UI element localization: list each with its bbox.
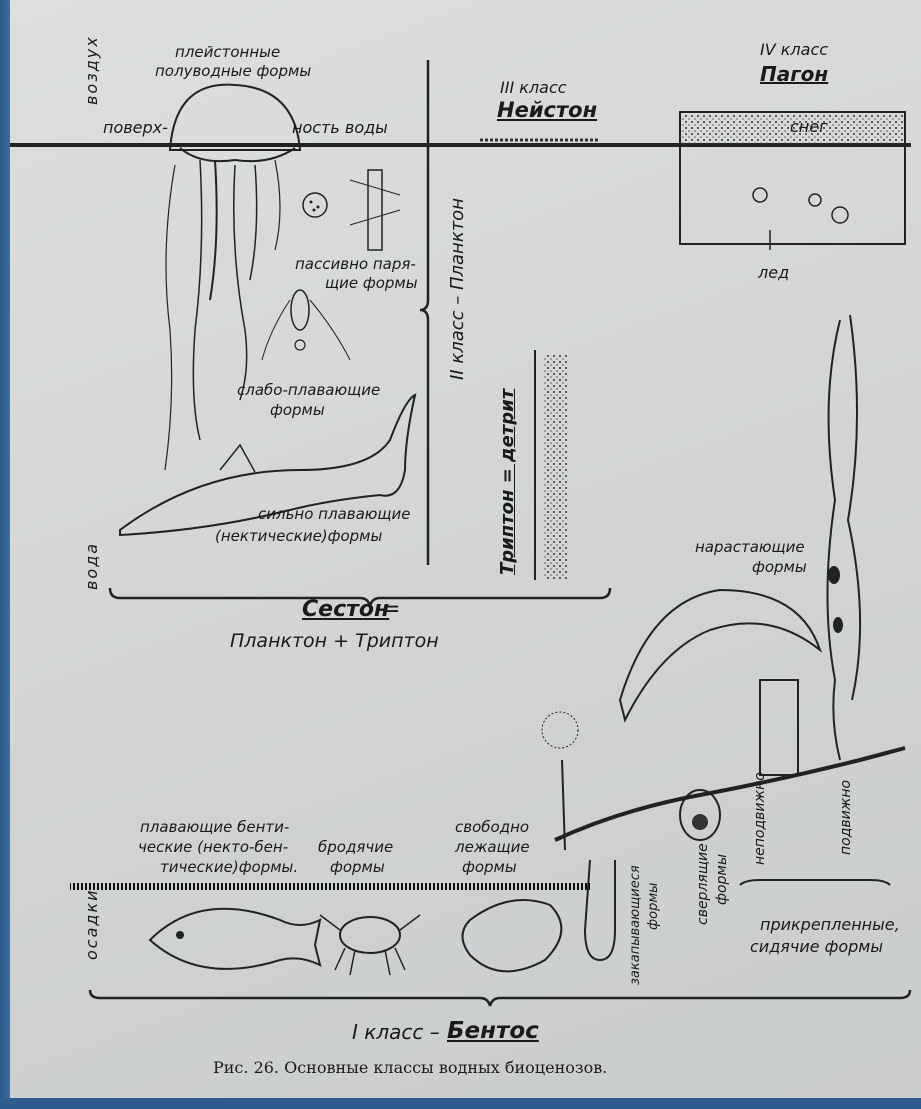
label-weak-2: формы: [270, 401, 325, 419]
burrow-tube: [585, 860, 615, 960]
label-bentos: Бентос: [447, 1018, 539, 1044]
plankton-brace: [420, 60, 428, 565]
jellyfish-bell: [170, 85, 300, 150]
diatom-chain: [368, 170, 382, 250]
label-wandering-1: бродячие: [318, 838, 393, 856]
label-class4: IV класс: [760, 40, 828, 59]
label-ice: лед: [758, 263, 789, 282]
crab: [340, 917, 400, 953]
bivalve-shell: [463, 900, 562, 971]
label-snow: снег: [790, 117, 828, 136]
label-growing-1: нарастающие: [695, 538, 805, 556]
label-class1: I класс –: [352, 1020, 440, 1044]
label-weak-1: слабо-плавающие: [237, 381, 380, 399]
figure-caption: Рис. 26. Основные классы водных биоценоз…: [213, 1058, 607, 1077]
label-boring-1: сверлящие: [695, 843, 711, 925]
label-boring-2: формы: [714, 854, 730, 905]
label-tripton: Триптон = детрит: [497, 389, 518, 575]
label-nekto-3: тические)формы.: [160, 858, 298, 876]
label-class3: III класс: [500, 78, 567, 97]
label-free-1: свободно: [455, 818, 529, 836]
bentos-brace: [90, 990, 910, 1006]
label-strong-1: сильно плавающие: [258, 505, 411, 523]
label-passive-1: пассивно паря-: [295, 255, 416, 273]
label-neiston: Нейстон: [497, 98, 597, 122]
label-nekto-2: ческие (некто-бен-: [138, 838, 288, 856]
label-class2: II класс – Планктон: [447, 198, 468, 380]
sediment-line: [70, 883, 590, 890]
label-wandering-2: формы: [330, 858, 385, 876]
label-seston: Сестон: [302, 597, 389, 622]
label-burrowing-2: формы: [646, 883, 661, 930]
label-sediments: осадки: [82, 888, 101, 960]
label-nekto-1: плавающие бенти-: [140, 818, 289, 836]
label-strong-2: (нектические)формы: [215, 527, 382, 545]
bottom-frame: [0, 1098, 921, 1109]
label-free-3: формы: [462, 858, 517, 876]
copepod: [291, 290, 309, 330]
jellyfish-tentacle: [193, 160, 201, 440]
label-burrowing-1: закапывающиеся: [628, 865, 643, 985]
label-surface-1: поверх-: [103, 118, 168, 137]
label-seston-2: Планктон + Триптон: [230, 630, 439, 652]
label-pagon: Пагон: [760, 62, 828, 86]
plankton-sphere: [303, 193, 327, 217]
label-water: вода: [82, 542, 101, 590]
leaf-algae: [620, 590, 820, 720]
label-free-2: лежащие: [455, 838, 530, 856]
label-attached-1: прикрепленные,: [760, 915, 900, 934]
label-seston-eq: =: [382, 597, 400, 622]
tripton-column: [543, 355, 568, 580]
label-air: воздух: [82, 35, 101, 105]
label-surface-2: ность воды: [292, 118, 388, 137]
label-immobile: неподвижно: [752, 772, 768, 865]
label-growing-2: формы: [752, 558, 807, 576]
label-pleiston-2: полуводные формы: [155, 62, 311, 80]
flatfish: [150, 909, 320, 969]
label-pleiston: плейстонные: [175, 43, 280, 61]
label-passive-2: щие формы: [325, 274, 418, 292]
label-attached-2: сидячие формы: [750, 937, 883, 956]
sponge-tube: [760, 680, 798, 775]
kelp-stalk: [828, 320, 841, 760]
label-mobile: подвижно: [838, 780, 854, 855]
